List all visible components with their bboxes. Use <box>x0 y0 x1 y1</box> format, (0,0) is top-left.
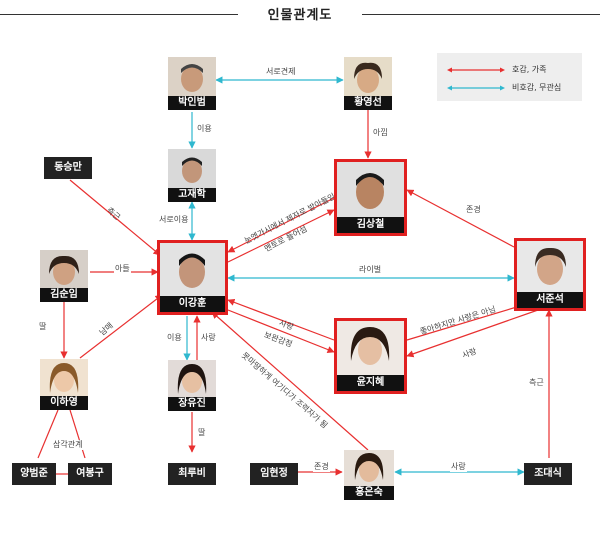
node-lee-hayeong: 이하영 <box>40 359 88 410</box>
diagram-title: 인물관계도 <box>267 8 333 23</box>
relation-label: 딸 <box>197 428 207 438</box>
legend-neutral-label: 비호감, 무관심 <box>512 83 562 92</box>
name-lee-ganghun: 이강훈 <box>160 296 225 312</box>
line-seo-kim <box>406 189 515 248</box>
legend-love-line <box>447 67 505 73</box>
line-yun-lee <box>227 298 335 341</box>
relation-label: 이용 <box>166 333 183 343</box>
legend-love-label: 호감, 가족 <box>512 65 547 74</box>
node-jo-daesik: 조대식 <box>524 463 572 485</box>
name-hwang-yeongseon: 황영선 <box>344 96 392 110</box>
node-yang-beomjun: 양범준 <box>12 463 56 485</box>
line-triangle-b <box>69 409 86 459</box>
name-kim-sangcheol: 김상철 <box>337 217 404 233</box>
relation-label: 존경 <box>465 205 482 215</box>
node-jang-yujin: 장유진 <box>168 360 216 411</box>
relation-label: 아들 <box>114 264 131 274</box>
name-park-inbeom: 박인범 <box>168 96 216 110</box>
name-hong-eunsuk: 홍은숙 <box>344 486 394 500</box>
name-lee-hayeong: 이하영 <box>40 396 88 410</box>
line-seo-yun <box>406 309 539 358</box>
node-yeo-bonggu: 여봉구 <box>68 463 112 485</box>
node-park-inbeom: 박인범 <box>168 57 216 110</box>
line-hong-lee <box>211 311 369 451</box>
line-dong-lee <box>69 179 161 256</box>
name-seo-junseok: 서준석 <box>517 292 583 308</box>
relation-label: 사랑 <box>200 333 217 343</box>
highlight-frame <box>334 159 407 236</box>
relation-label: 라이벌 <box>358 265 383 275</box>
relation-label: 서로이용 <box>158 215 190 225</box>
name-yun-jihye: 윤지혜 <box>337 375 404 391</box>
node-dong-seungman: 동승만 <box>44 157 92 179</box>
line-lehayeong-lee <box>79 294 163 359</box>
relation-label: 서로견제 <box>265 67 297 77</box>
relation-label: 딸 <box>38 322 48 332</box>
node-kim-sangcheol: 김상철 <box>334 159 407 236</box>
line-kim-lee-top <box>227 197 335 253</box>
line-lee-kim-bottom <box>227 209 335 263</box>
highlight-frame <box>334 318 407 394</box>
legend: 호감, 가족 비호감, 무관심 <box>437 53 582 101</box>
relation-label: 사랑 <box>450 462 467 472</box>
highlight-frame <box>514 238 586 311</box>
relation-label: 삼각관계 <box>52 440 84 450</box>
header-rule-left <box>0 14 238 15</box>
node-im-hyeonjeong: 임현정 <box>250 463 298 485</box>
node-hong-eunsuk: 홍은숙 <box>344 450 394 500</box>
relation-label: 존경 <box>313 462 330 472</box>
relation-label: 아낌 <box>372 128 389 138</box>
legend-neutral-line <box>447 85 505 91</box>
node-choi-rubi: 최루비 <box>168 463 216 485</box>
node-kim-sunim: 김순임 <box>40 250 88 302</box>
name-kim-sunim: 김순임 <box>40 288 88 302</box>
node-seo-junseok: 서준석 <box>514 238 586 311</box>
highlight-frame <box>157 240 228 315</box>
node-hwang-yeongseon: 황영선 <box>344 57 392 110</box>
name-jang-yujin: 장유진 <box>168 397 216 411</box>
node-yun-jihye: 윤지혜 <box>334 318 407 394</box>
line-triangle-a <box>37 409 59 459</box>
line-yun-seo <box>406 301 531 341</box>
node-lee-ganghun: 이강훈 <box>157 240 228 315</box>
header-rule-right <box>362 14 600 15</box>
line-lee-yun <box>227 309 335 353</box>
name-go-jaehak: 고재학 <box>168 188 216 202</box>
relation-label: 이용 <box>196 124 213 134</box>
node-go-jaehak: 고재학 <box>168 149 216 202</box>
relation-label: 측근 <box>528 378 545 388</box>
